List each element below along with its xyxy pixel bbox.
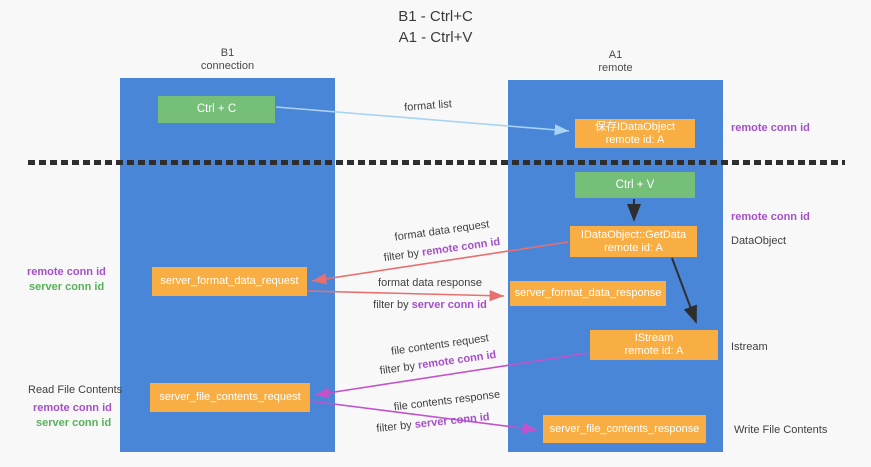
node-server-file-contents-request: server_file_contents_request [150,383,310,412]
read-file-contents-annotation: Read File Contents [28,384,123,396]
lane-b1-name: B1 [220,47,235,59]
istream-annotation: Istream [731,341,768,353]
lane-a1-name: A1 [608,49,623,61]
lane-b1-role: connection [200,60,255,72]
node-getdata-line2: remote id: A [604,241,663,254]
node-istream-line2: remote id: A [624,345,684,357]
node-getdata-line1: IDataObject::GetData [580,228,687,241]
title-line-1: B1 - Ctrl+C [398,8,473,25]
server-conn-id-text: server conn id [414,411,491,431]
write-file-contents-annotation: Write File Contents [734,424,828,436]
node-ctrl-c: Ctrl + C [158,96,275,123]
node-server-format-data-request-label: server_format_data_request [160,275,299,287]
title-line-2: A1 - Ctrl+V [398,29,473,46]
server-conn-id-annotation-left-1: server conn id [29,281,105,293]
node-server-format-data-response: server_format_data_response [510,281,666,306]
remote-conn-id-annotation-mid: remote conn id [731,211,810,223]
remote-conn-id-annotation-left-1: remote conn id [27,266,106,278]
node-ctrl-v-label: Ctrl + V [615,178,655,191]
node-server-file-contents-response: server_file_contents_response [543,415,706,443]
node-server-format-data-response-label: server_format_data_response [514,287,662,299]
server-conn-id-text: server conn id [411,299,487,311]
server-conn-id-annotation-left-2: server conn id [36,417,112,429]
filter-by-server-conn-id-label-1: filter by server conn id [373,299,487,311]
filter-by-text: filter by [379,360,416,378]
format-data-response-label: format data response [378,277,482,289]
node-save-dataobject-line1: 保存IDataObject [594,120,676,133]
node-ctrl-c-label: Ctrl + C [196,103,237,115]
node-istream: IStream remote id: A [590,330,718,360]
diagram-title: B1 - Ctrl+C A1 - Ctrl+V [0,6,871,48]
node-server-file-contents-request-label: server_file_contents_request [159,391,301,403]
node-server-format-data-request: server_format_data_request [152,267,307,296]
lane-header-a1: A1 remote [508,49,723,75]
node-save-dataobject: 保存IDataObject remote id: A [575,119,695,148]
remote-conn-id-text: remote conn id [421,235,501,259]
session-separator-dashed-line [28,160,845,165]
filter-by-text: filter by [375,419,413,435]
remote-conn-id-annotation-left-2: remote conn id [33,402,112,414]
node-istream-line1: IStream [634,332,674,344]
filter-by-text: filter by [383,247,420,265]
node-save-dataobject-line2: remote id: A [605,133,665,146]
file-contents-response-label: file contents response [393,388,501,414]
format-data-response-arrow [306,290,505,302]
format-list-label: format list [403,98,453,114]
lane-header-b1: B1 connection [120,47,335,73]
lane-a1-role: remote [598,62,633,74]
dataobject-annotation: DataObject [731,235,787,247]
remote-conn-id-annotation-top: remote conn id [731,122,810,134]
filter-by-server-conn-id-label-2: filter by server conn id [376,411,490,435]
filter-by-text: filter by [373,299,409,311]
node-getdata: IDataObject::GetData remote id: A [570,226,697,257]
node-server-file-contents-response-label: server_file_contents_response [549,422,700,435]
node-ctrl-v: Ctrl + V [575,172,695,198]
